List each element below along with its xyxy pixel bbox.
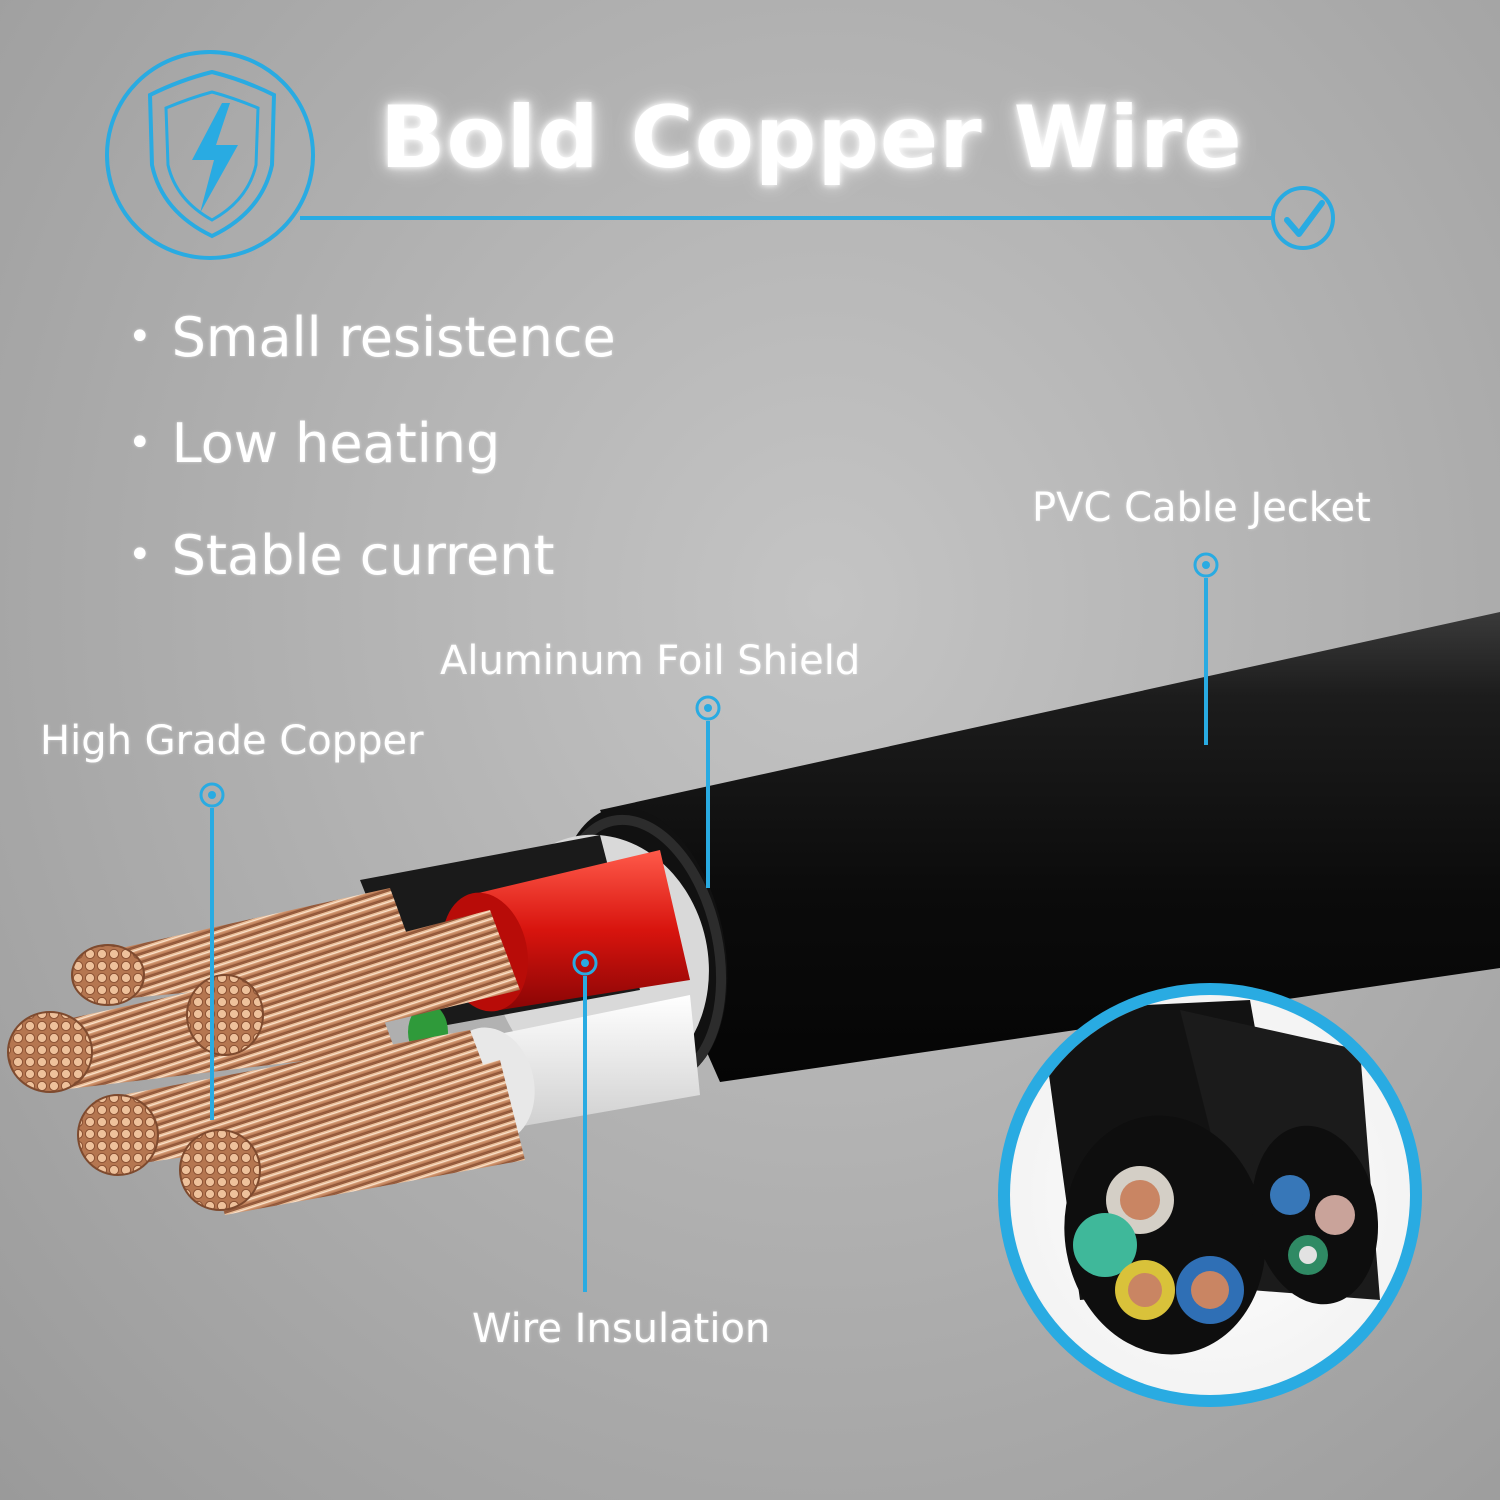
callout-insulation-label: Wire Insulation: [472, 1306, 771, 1352]
feature-item-low-heating: Low heating: [128, 412, 501, 475]
feature-item-small-resistence: Small resistence: [128, 306, 616, 369]
callout-copper-label: High Grade Copper: [40, 718, 424, 764]
cable-cross-section-inset-photo: [998, 983, 1422, 1407]
callout-pvc-jacket-label: PVC Cable Jecket: [1032, 485, 1371, 531]
feature-item-stable-current: Stable current: [128, 524, 555, 587]
page-title: Bold Copper Wire: [380, 88, 1243, 188]
callout-pvc-jacket-marker: [1193, 552, 1219, 745]
callout-foil-shield-marker: [695, 695, 721, 888]
check-circle-icon: [1271, 186, 1335, 250]
cable-cross-section-photo: [7, 612, 1500, 1215]
shield-lightning-icon: [105, 50, 315, 260]
callout-foil-shield-label: Aluminum Foil Shield: [440, 638, 861, 684]
callout-copper-marker: [199, 782, 225, 1120]
callout-insulation-marker: [572, 950, 598, 1292]
